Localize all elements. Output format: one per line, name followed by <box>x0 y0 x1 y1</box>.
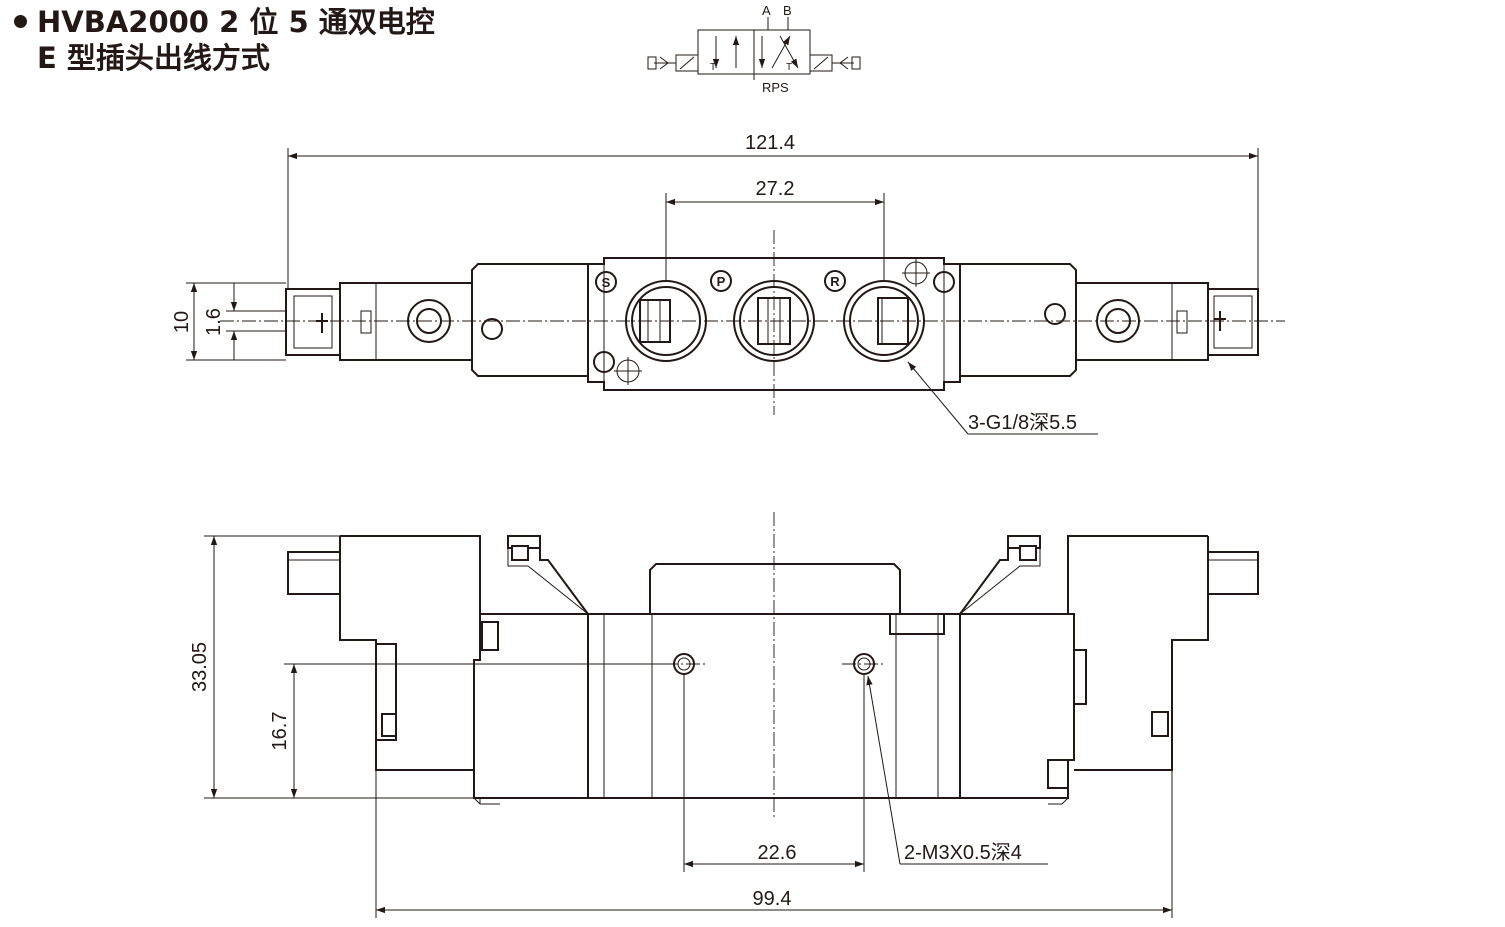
dim-top-offset: 1.6 <box>203 308 225 336</box>
port-thread-note: 3-G1/8深5.5 <box>968 411 1077 434</box>
dim-side-height: 33.05 <box>189 642 211 692</box>
dim-body-length: 99.4 <box>753 888 792 910</box>
symbol-port-t-left: T <box>710 62 716 73</box>
title-model: HVBA2000 2 位 5 通双电控 <box>37 5 435 39</box>
side-view: 33.05 16.7 22.6 99.4 2-M3X0.5深4 <box>189 512 1259 918</box>
dim-hole-pitch: 22.6 <box>758 842 797 864</box>
dim-top-height: 10 <box>171 311 193 333</box>
dim-port-pitch: 27.2 <box>756 178 795 200</box>
hole-thread-note: 2-M3X0.5深4 <box>904 841 1022 864</box>
symbol-port-b: B <box>783 3 792 18</box>
title-line-2: E 型插头出线方式 <box>37 41 270 75</box>
port-mark-s: S <box>602 275 611 290</box>
dim-hole-height: 16.7 <box>269 712 291 751</box>
port-mark-r: R <box>830 274 840 289</box>
top-view: S P R 121.4 27.2 10 1.6 3-G1/8深5.5 <box>171 132 1285 435</box>
bullet-icon <box>14 14 27 28</box>
symbol-port-a: A <box>762 3 771 18</box>
symbol-port-t-right: T <box>786 62 792 73</box>
symbol-ports-rps: RPS <box>762 80 789 95</box>
title-block: HVBA2000 2 位 5 通双电控 E 型插头出线方式 <box>14 4 435 76</box>
dim-overall-length: 121.4 <box>745 132 795 154</box>
valve-symbol: A B T T RPS <box>647 3 861 95</box>
title-line-1: HVBA2000 2 位 5 通双电控 <box>14 4 435 40</box>
port-mark-p: P <box>717 274 726 289</box>
